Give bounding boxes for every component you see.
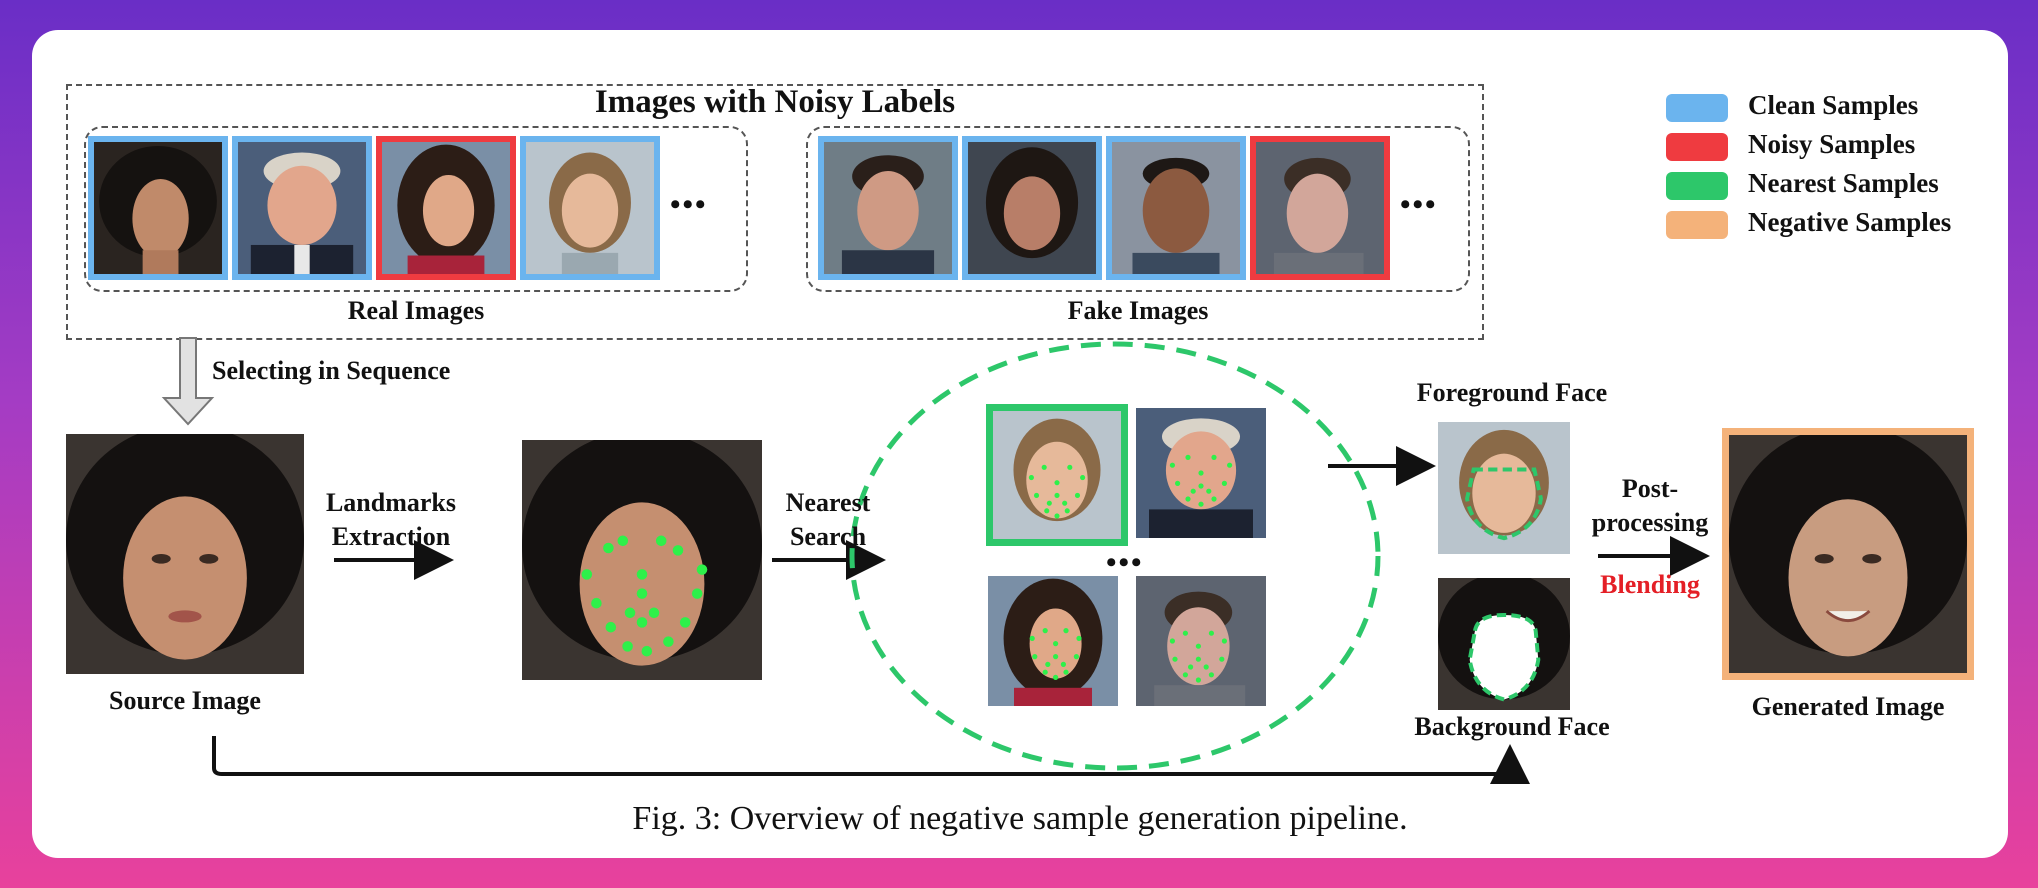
- legend-swatch-noisy: [1666, 133, 1728, 161]
- nearest-step-label-1: Nearest: [785, 488, 871, 517]
- blending-label: Blending: [1600, 570, 1700, 599]
- source-image: [66, 434, 304, 674]
- legend-swatch-clean: [1666, 94, 1728, 122]
- select-step-label: Selecting in Sequence: [212, 356, 451, 385]
- pipeline-arrows-layer: [161, 337, 1710, 784]
- post-step-label-2: processing: [1591, 508, 1709, 537]
- real-face-3: [376, 136, 516, 280]
- real-face-1: [88, 136, 228, 280]
- real-face-4: [520, 136, 660, 280]
- fake-face-1: [818, 136, 958, 280]
- nearest-step-label-2: Search: [789, 522, 867, 551]
- nearest-face-4: [1136, 576, 1266, 706]
- select-down-arrow: [161, 337, 215, 426]
- fake-more-ellipsis: •••: [1400, 188, 1438, 221]
- fake-face-4: [1250, 136, 1390, 280]
- nearest-face-selected: [986, 404, 1128, 546]
- generated-image-label: Generated Image: [1751, 692, 1945, 721]
- real-images-label: Real Images: [347, 296, 485, 325]
- nearest-more-ellipsis: •••: [1106, 546, 1144, 579]
- fake-face-3: [1106, 136, 1246, 280]
- real-images-group: [84, 126, 748, 292]
- figure-caption: Fig. 3: Overview of negative sample gene…: [632, 800, 1408, 837]
- real-face-2: [232, 136, 372, 280]
- foreground-face: [1438, 422, 1570, 554]
- real-more-ellipsis: •••: [670, 188, 708, 221]
- figure-card: Images with Noisy Labels Real Images Fak…: [32, 30, 2008, 858]
- legend-swatch-negative: [1666, 211, 1728, 239]
- landmarks-step-label-2: Extraction: [331, 522, 451, 551]
- legend-nearest-label: Nearest Samples: [1748, 168, 1939, 198]
- background-face-label: Background Face: [1414, 712, 1610, 741]
- landmark-image: [522, 440, 762, 680]
- legend-negative-label: Negative Samples: [1748, 207, 1952, 237]
- background-face: [1438, 578, 1570, 710]
- nearest-face-2: [1136, 408, 1266, 538]
- legend-clean-label: Clean Samples: [1748, 90, 1919, 120]
- noisy-labels-title: Images with Noisy Labels: [594, 84, 956, 120]
- source-to-background-connector: [212, 736, 1530, 784]
- source-image-label: Source Image: [109, 686, 261, 715]
- fake-images-group: [806, 126, 1470, 292]
- fake-images-label: Fake Images: [1067, 296, 1209, 325]
- legend-noisy-label: Noisy Samples: [1748, 129, 1916, 159]
- nearest-search-circle: [849, 341, 1381, 771]
- nearest-face-3: [988, 576, 1118, 706]
- generated-image: [1722, 428, 1974, 680]
- fake-face-2: [962, 136, 1102, 280]
- legend-swatch-nearest: [1666, 172, 1728, 200]
- foreground-face-label: Foreground Face: [1416, 378, 1608, 407]
- landmarks-step-label-1: Landmarks: [325, 488, 457, 517]
- noisy-labels-box: [66, 84, 1484, 340]
- post-step-label-1: Post-: [1621, 474, 1679, 503]
